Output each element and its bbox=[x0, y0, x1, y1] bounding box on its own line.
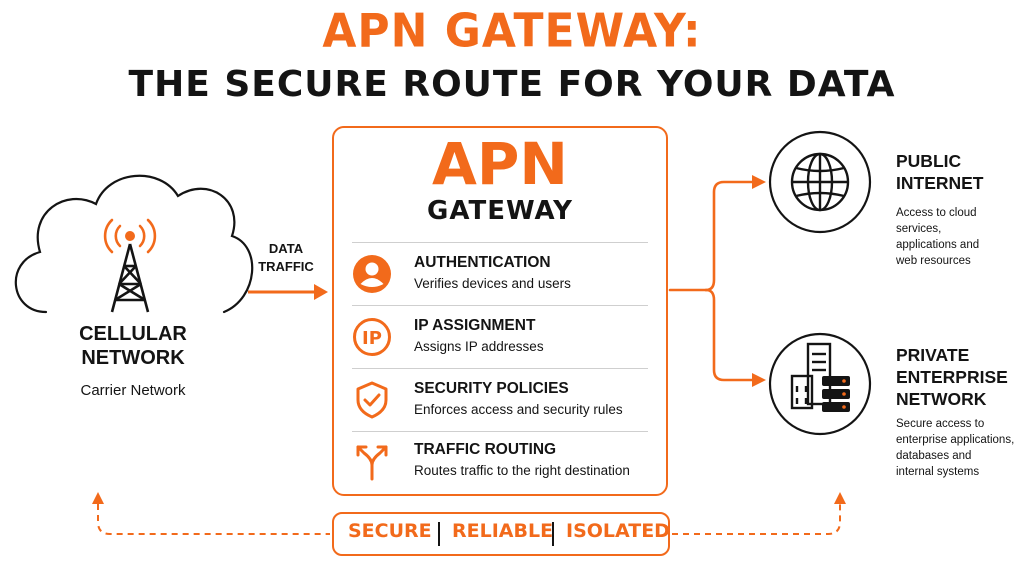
function-label: SECURITY POLICIES bbox=[414, 380, 569, 397]
cloud-icon bbox=[14, 174, 254, 314]
shield-check-icon bbox=[356, 381, 388, 419]
public-internet-title: PUBLIC INTERNET bbox=[896, 150, 984, 194]
cellular-network-title: CELLULAR NETWORK bbox=[48, 322, 218, 370]
benefit-reliable: RELIABLE bbox=[452, 520, 554, 542]
data-traffic-line1: DATA bbox=[268, 241, 304, 256]
private-enterprise-title: PRIVATE ENTERPRISE NETWORK bbox=[896, 344, 1008, 410]
page-title: APN GATEWAY: bbox=[322, 4, 702, 59]
function-description: Assigns IP addresses bbox=[414, 339, 544, 354]
dashed-loop-arrows bbox=[97, 504, 841, 535]
description-line: web resources bbox=[896, 255, 971, 267]
benefit-separator bbox=[438, 522, 440, 546]
divider bbox=[352, 242, 648, 243]
signal-waves-icon bbox=[103, 218, 157, 254]
data-traffic-arrow bbox=[248, 284, 328, 300]
private-enterprise-description: Secure access to enterprise applications… bbox=[896, 416, 1014, 480]
ip-icon: IP bbox=[353, 318, 391, 356]
title-line: NETWORK bbox=[896, 389, 987, 409]
description-line: databases and bbox=[896, 450, 972, 462]
benefit-secure: SECURE bbox=[348, 520, 432, 542]
function-traffic-routing: TRAFFIC ROUTING Routes traffic to the ri… bbox=[352, 437, 648, 493]
description-line: applications and bbox=[896, 239, 980, 251]
cellular-title-line2: NETWORK bbox=[81, 347, 185, 369]
title-line: PRIVATE bbox=[896, 345, 970, 365]
divider bbox=[352, 305, 648, 306]
benefit-isolated: ISOLATED bbox=[566, 520, 670, 542]
title-line: INTERNET bbox=[896, 173, 984, 193]
ip-icon-text: IP bbox=[362, 328, 382, 349]
data-traffic-label: DATA TRAFFIC bbox=[246, 240, 326, 276]
gateway-title: APN bbox=[432, 130, 568, 198]
title-line: PUBLIC bbox=[896, 151, 962, 171]
globe-icon bbox=[768, 130, 872, 234]
description-line: internal systems bbox=[896, 466, 980, 478]
function-description: Routes traffic to the right destination bbox=[414, 463, 630, 478]
page-subtitle: THE SECURE ROUTE FOR YOUR DATA bbox=[128, 64, 896, 105]
carrier-network-label: Carrier Network bbox=[80, 382, 186, 399]
function-label: IP ASSIGNMENT bbox=[414, 317, 536, 334]
cell-tower-icon bbox=[110, 243, 150, 313]
building-server-icon bbox=[768, 332, 872, 436]
apn-gateway-box bbox=[332, 126, 668, 496]
description-line: enterprise applications, bbox=[896, 434, 1015, 446]
cellular-title-line1: CELLULAR bbox=[79, 323, 187, 345]
function-authentication: AUTHENTICATION Verifies devices and user… bbox=[352, 250, 648, 306]
gateway-subtitle: GATEWAY bbox=[427, 196, 573, 226]
benefit-separator bbox=[552, 522, 554, 546]
function-label: TRAFFIC ROUTING bbox=[414, 441, 557, 458]
function-label: AUTHENTICATION bbox=[414, 254, 551, 271]
divider bbox=[352, 431, 648, 432]
function-description: Verifies devices and users bbox=[414, 276, 571, 291]
divider bbox=[352, 368, 648, 369]
function-security-policies: SECURITY POLICIES Enforces access and se… bbox=[352, 376, 648, 432]
user-icon bbox=[353, 255, 391, 293]
function-ip-assignment: IP IP ASSIGNMENT Assigns IP addresses bbox=[352, 313, 648, 369]
description-line: Secure access to bbox=[896, 418, 985, 430]
split-arrows-icon bbox=[356, 445, 388, 481]
benefits-pill bbox=[332, 512, 670, 556]
function-description: Enforces access and security rules bbox=[414, 402, 623, 417]
public-internet-description: Access to cloud services, applications a… bbox=[896, 205, 1024, 269]
branch-arrows bbox=[668, 180, 754, 382]
title-line: ENTERPRISE bbox=[896, 367, 1008, 387]
description-line: Access to cloud services, bbox=[896, 207, 977, 235]
data-traffic-line2: TRAFFIC bbox=[258, 259, 314, 274]
